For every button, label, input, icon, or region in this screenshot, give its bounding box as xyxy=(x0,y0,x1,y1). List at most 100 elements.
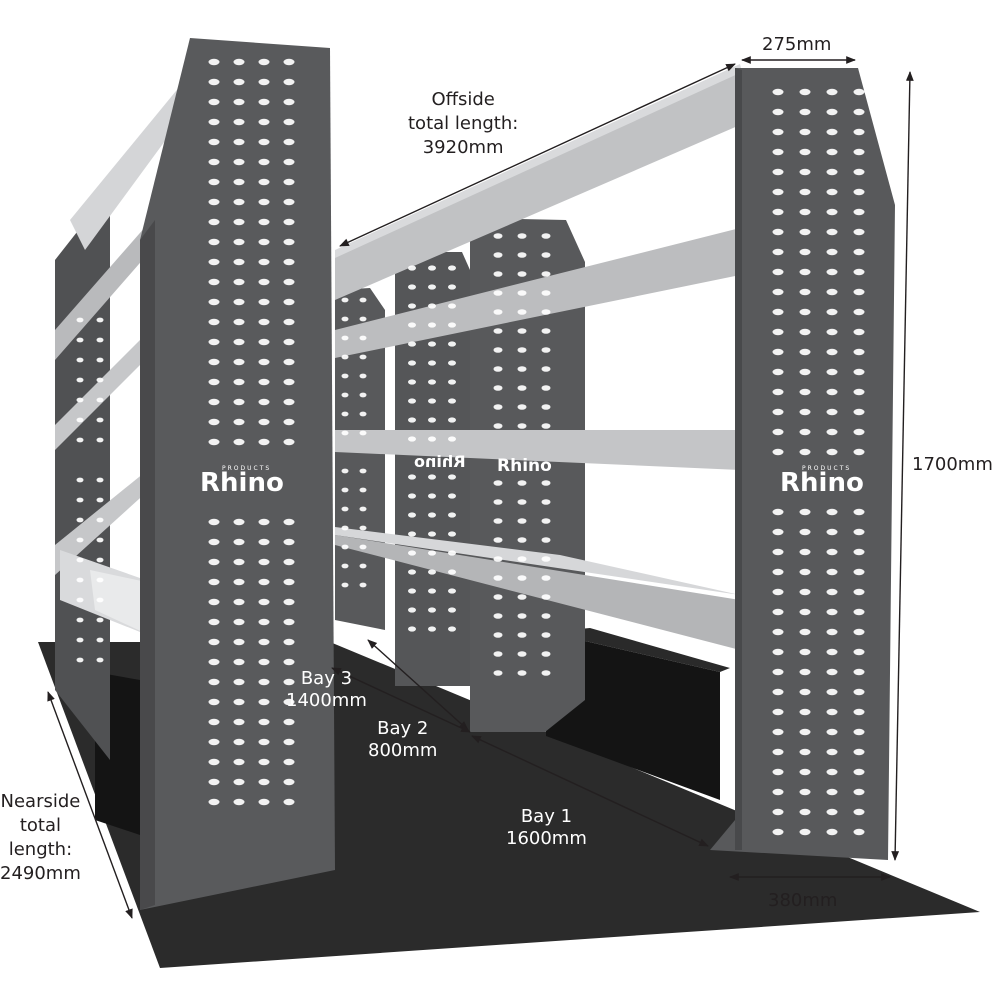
dim-line-height xyxy=(891,71,914,861)
perforation-hole xyxy=(428,303,436,309)
perforation-hole xyxy=(517,670,527,676)
perforation-hole xyxy=(233,318,245,326)
perforation-hole xyxy=(799,148,811,156)
perforation-hole xyxy=(408,607,416,613)
perforation-hole xyxy=(799,748,811,756)
perforation-hole xyxy=(772,668,784,676)
perforation-hole xyxy=(258,598,270,606)
perforation-hole xyxy=(233,598,245,606)
perforation-hole xyxy=(233,138,245,146)
perforation-hole xyxy=(283,798,295,806)
perforation-hole xyxy=(448,493,456,499)
perforation-hole xyxy=(258,798,270,806)
perforation-hole xyxy=(76,537,84,543)
perforation-hole xyxy=(541,366,551,372)
perforation-hole xyxy=(826,548,838,556)
perforation-hole xyxy=(76,637,84,643)
perforation-hole xyxy=(208,638,220,646)
perforation-hole xyxy=(408,512,416,518)
perforation-hole xyxy=(408,284,416,290)
perforation-hole xyxy=(493,594,503,600)
perforation-hole xyxy=(493,423,503,429)
perforation-hole xyxy=(517,518,527,524)
perforation-hole xyxy=(283,278,295,286)
perforation-hole xyxy=(283,378,295,386)
perforation-hole xyxy=(853,448,865,456)
perforation-hole xyxy=(541,499,551,505)
perforation-hole xyxy=(772,188,784,196)
perforation-hole xyxy=(826,128,838,136)
perforation-hole xyxy=(96,537,104,543)
perforation-hole xyxy=(799,828,811,836)
perforation-hole xyxy=(359,335,367,341)
perforation-hole xyxy=(76,617,84,623)
offside-end-panel xyxy=(710,68,895,860)
label-bay-2: Bay 2 800mm xyxy=(368,718,438,761)
rhino-logo-bay-2: Rhino xyxy=(497,456,552,476)
perforation-hole xyxy=(283,138,295,146)
perforation-hole xyxy=(772,328,784,336)
perforation-hole xyxy=(359,373,367,379)
perforation-hole xyxy=(772,268,784,276)
perforation-hole xyxy=(826,628,838,636)
perforation-hole xyxy=(208,258,220,266)
perforation-hole xyxy=(853,328,865,336)
perforation-hole xyxy=(208,178,220,186)
perforation-hole xyxy=(96,637,104,643)
perforation-hole xyxy=(233,678,245,686)
perforation-hole xyxy=(772,228,784,236)
perforation-hole xyxy=(772,448,784,456)
perforation-hole xyxy=(76,517,84,523)
perforation-hole xyxy=(826,668,838,676)
perforation-hole xyxy=(76,557,84,563)
perforation-hole xyxy=(799,668,811,676)
perforation-hole xyxy=(799,548,811,556)
dim-line-bay-2 xyxy=(331,667,471,733)
perforation-hole xyxy=(208,798,220,806)
perforation-hole xyxy=(428,436,436,442)
perforation-hole xyxy=(283,118,295,126)
perforation-hole xyxy=(517,347,527,353)
perforation-hole xyxy=(341,487,349,493)
perforation-hole xyxy=(799,188,811,196)
perforation-hole xyxy=(799,448,811,456)
perforation-hole xyxy=(359,411,367,417)
perforation-hole xyxy=(853,548,865,556)
perforation-hole xyxy=(772,768,784,776)
perforation-hole xyxy=(772,128,784,136)
perforation-hole xyxy=(359,316,367,322)
perforation-hole xyxy=(826,588,838,596)
perforation-hole xyxy=(283,698,295,706)
perforation-hole xyxy=(283,558,295,566)
label-depth-bottom: 380mm xyxy=(768,890,838,911)
label-nearside-length: Nearside total length: 2490mm xyxy=(0,791,81,884)
perforation-hole xyxy=(233,718,245,726)
perforation-hole xyxy=(208,658,220,666)
perforation-hole xyxy=(799,508,811,516)
perforation-hole xyxy=(208,278,220,286)
perforation-hole xyxy=(853,388,865,396)
perforation-hole xyxy=(799,308,811,316)
perforation-hole xyxy=(493,632,503,638)
perforation-hole xyxy=(76,437,84,443)
perforation-hole xyxy=(208,578,220,586)
perforation-hole xyxy=(772,388,784,396)
perforation-hole xyxy=(96,397,104,403)
perforation-hole xyxy=(428,588,436,594)
perforation-hole xyxy=(772,808,784,816)
nearside-rack-back xyxy=(55,190,110,760)
perforation-hole xyxy=(826,388,838,396)
perforation-hole xyxy=(448,284,456,290)
perforation-hole xyxy=(799,808,811,816)
perforation-hole xyxy=(772,148,784,156)
perforation-hole xyxy=(826,208,838,216)
perforation-hole xyxy=(853,528,865,536)
perforation-hole xyxy=(826,348,838,356)
perforation-hole xyxy=(96,617,104,623)
perforation-hole xyxy=(826,828,838,836)
perforation-hole xyxy=(233,78,245,86)
perforation-hole xyxy=(341,335,349,341)
perforation-hole xyxy=(258,718,270,726)
perforation-hole xyxy=(448,322,456,328)
